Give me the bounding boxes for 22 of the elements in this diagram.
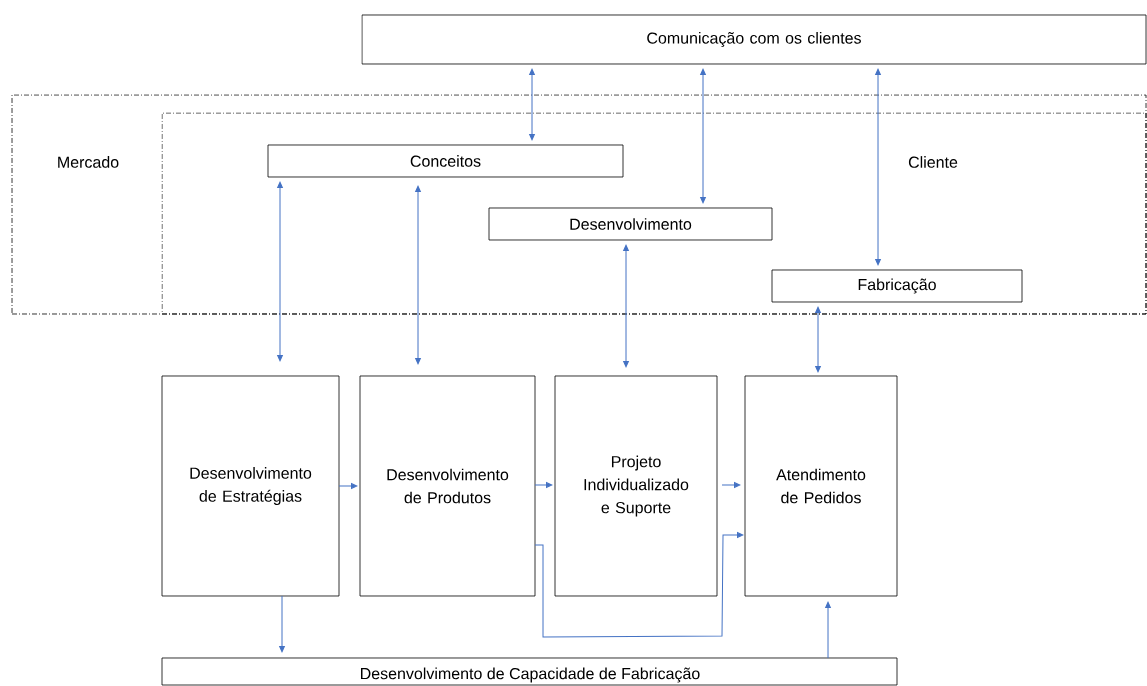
arrow — [277, 181, 283, 362]
process-box: Desenvolvimento de Produtos — [359, 375, 536, 597]
arrow — [529, 68, 535, 141]
arrow — [875, 68, 881, 266]
arrow — [338, 483, 358, 489]
arrow — [721, 482, 741, 488]
arrow — [815, 306, 821, 373]
arrow — [415, 185, 421, 365]
arrow — [279, 595, 285, 653]
process-box: Desenvolvimento de Estratégias — [161, 375, 340, 597]
arrow — [825, 601, 831, 659]
process-box: Desenvolvimento de Capacidade de Fabricação — [161, 657, 898, 686]
process-box: Projeto Individualizado e Suporte — [554, 375, 718, 597]
process-box: Conceitos — [267, 144, 624, 178]
arrow — [534, 482, 553, 488]
process-box: Atendimento de Pedidos — [744, 375, 898, 597]
process-box: Desenvolvimento — [488, 207, 773, 241]
process-box: Fabricação — [771, 269, 1023, 303]
process-box: Comunicação com os clientes — [361, 14, 1147, 65]
arrow — [534, 532, 744, 638]
arrow — [623, 244, 629, 368]
arrow — [700, 68, 706, 204]
